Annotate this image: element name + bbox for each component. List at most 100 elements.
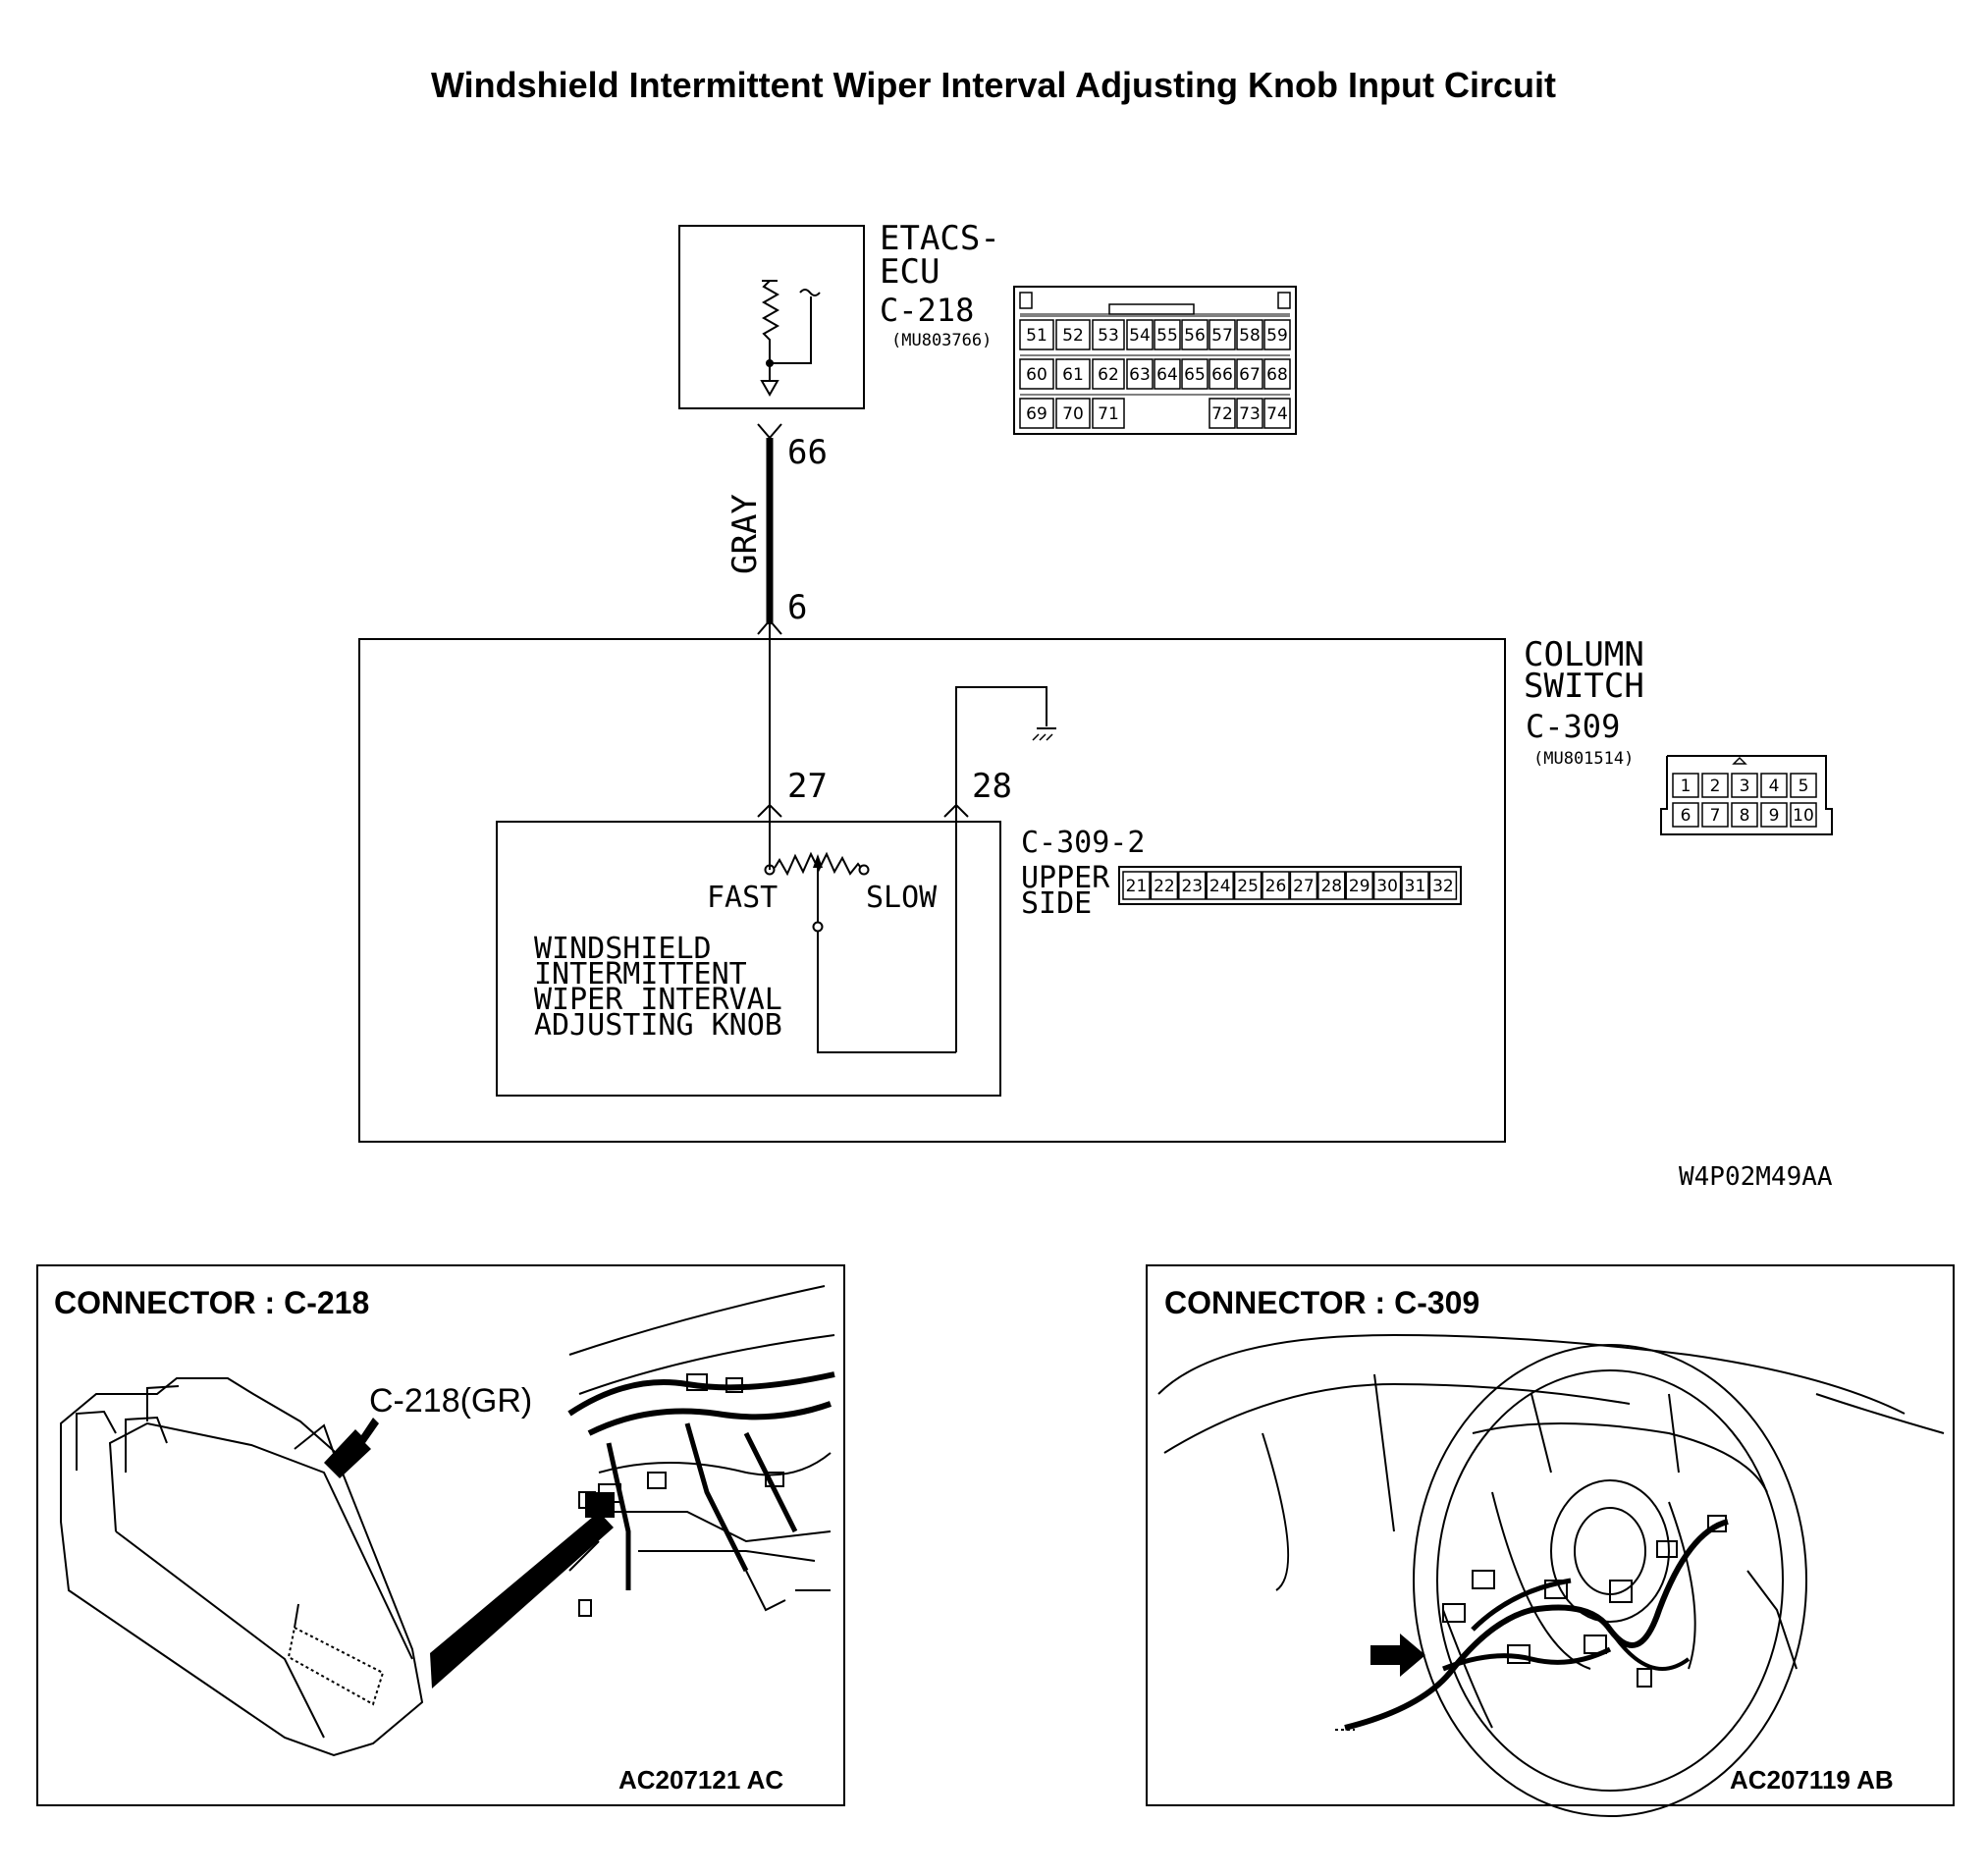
- fast-label: FAST: [707, 881, 778, 915]
- connector-pin: 59: [1263, 319, 1291, 350]
- pin-number: 26: [1265, 877, 1287, 896]
- pin-number: 21: [1126, 877, 1148, 896]
- connector-pin: 24: [1206, 871, 1234, 900]
- pin-number: 68: [1266, 365, 1288, 385]
- connector-pin: 73: [1236, 398, 1263, 429]
- connector-pin: 1: [1672, 773, 1699, 798]
- connector-pin: 10: [1790, 802, 1817, 828]
- connector-pin: 27: [1289, 871, 1318, 900]
- pin-number: 22: [1154, 877, 1175, 896]
- connector-pin: 23: [1178, 871, 1207, 900]
- pin-number: 32: [1432, 877, 1454, 896]
- connector-pin: 22: [1150, 871, 1179, 900]
- connector-pin: 65: [1181, 358, 1208, 390]
- connector-pin: 26: [1262, 871, 1290, 900]
- steering-column-illustration: [1157, 1333, 1945, 1817]
- pin-number: 2: [1710, 777, 1721, 796]
- ecu-name-line2: ECU: [880, 252, 940, 292]
- connector-pin: 57: [1208, 319, 1236, 350]
- pin-number: 1: [1681, 777, 1692, 796]
- pin-number: 74: [1266, 404, 1288, 424]
- connector-pin: 64: [1154, 358, 1181, 390]
- pin-number: 30: [1376, 877, 1398, 896]
- switch-name-line1: COLUMN: [1524, 635, 1644, 674]
- pin-number: 53: [1098, 326, 1119, 346]
- pin-number: 51: [1026, 326, 1047, 346]
- pin-27-label: 27: [787, 767, 828, 806]
- column-switch-block: COLUMN SWITCH C-309 (MU801514) 27 28 FAS…: [358, 635, 1644, 1143]
- sub-connector-id: C-309-2: [1021, 826, 1145, 860]
- switch-connector-id: C-309: [1526, 708, 1620, 745]
- connector-pin: 54: [1126, 319, 1154, 350]
- connector-pin: 3: [1731, 773, 1758, 798]
- connector-pin: 2: [1701, 773, 1729, 798]
- pin-28-label: 28: [972, 767, 1012, 806]
- connector-pin: 7: [1701, 802, 1729, 828]
- pin-number: 65: [1184, 365, 1206, 385]
- pin-number: 27: [1293, 877, 1315, 896]
- pin-number: 8: [1740, 806, 1750, 826]
- ecu-block: ETACS- ECU C-218 (MU803766): [678, 219, 1000, 409]
- ecu-connector-id: C-218: [880, 292, 974, 329]
- pin-number: 63: [1129, 365, 1151, 385]
- connector-pin: 29: [1345, 871, 1373, 900]
- connector-pin: 6: [1672, 802, 1699, 828]
- upper-side-line1: UPPER: [1021, 861, 1110, 895]
- connector-pin: 51: [1019, 319, 1054, 350]
- pin-number: 70: [1062, 404, 1084, 424]
- pin-number: 10: [1793, 806, 1814, 826]
- connector-pin: 55: [1154, 319, 1181, 350]
- panel-heading-c309: CONNECTOR : C-309: [1164, 1285, 1479, 1320]
- pin-number: 64: [1156, 365, 1178, 385]
- connector-pin: 69: [1019, 398, 1054, 429]
- pin-number: 54: [1129, 326, 1151, 346]
- connector-pin: 21: [1122, 871, 1151, 900]
- pin-number: 52: [1062, 326, 1084, 346]
- connector-pin: 8: [1731, 802, 1758, 828]
- connector-pin: 68: [1263, 358, 1291, 390]
- connector-pin: 60: [1019, 358, 1054, 390]
- connector-pin: 70: [1055, 398, 1091, 429]
- pin-number: 59: [1266, 326, 1288, 346]
- wire-color-label: GRAY: [725, 494, 765, 574]
- ecu-illustration: [60, 1377, 424, 1757]
- page-title: Windshield Intermittent Wiper Interval A…: [430, 65, 1556, 105]
- callout-c218-gr: C-218(GR): [369, 1382, 532, 1420]
- arrow-pointer-icon-c309: [1370, 1634, 1425, 1677]
- pin-number: 25: [1237, 877, 1259, 896]
- pin-number: 55: [1156, 326, 1178, 346]
- pin-number: 58: [1239, 326, 1261, 346]
- pin-number: 4: [1769, 777, 1780, 796]
- connector-pin: 52: [1055, 319, 1091, 350]
- pin-number: 3: [1740, 777, 1750, 796]
- ecu-part-number: (MU803766): [891, 331, 992, 350]
- panel-code-c218: AC207121 AC: [618, 1765, 783, 1795]
- connector-pin: 58: [1236, 319, 1263, 350]
- pin-number: 5: [1799, 777, 1809, 796]
- knob-label-line3: WIPER INTERVAL: [534, 983, 782, 1017]
- connector-pin: 5: [1790, 773, 1817, 798]
- resistor-symbol: [761, 280, 780, 363]
- pin-number: 6: [1681, 806, 1692, 826]
- pin-number: 62: [1098, 365, 1119, 385]
- connector-panel-c309: CONNECTOR : C-309 AC207119 AB: [1146, 1264, 1955, 1817]
- connector-pin: 63: [1126, 358, 1154, 390]
- knob-label-line1: WINDSHIELD: [534, 932, 712, 966]
- connector-pin: 71: [1092, 398, 1125, 429]
- connector-pin: 61: [1055, 358, 1091, 390]
- panel-heading-c218: CONNECTOR : C-218: [54, 1285, 369, 1320]
- switch-pin-number: 6: [787, 588, 807, 627]
- switch-name-line2: SWITCH: [1524, 667, 1644, 706]
- knob-box: [496, 821, 1001, 1097]
- connector-pin: 56: [1181, 319, 1208, 350]
- ecu-pin-number: 66: [787, 433, 828, 472]
- pin-number: 69: [1026, 404, 1047, 424]
- connector-pin: 9: [1760, 802, 1788, 828]
- connector-pin: 25: [1233, 871, 1262, 900]
- pin-number: 61: [1062, 365, 1084, 385]
